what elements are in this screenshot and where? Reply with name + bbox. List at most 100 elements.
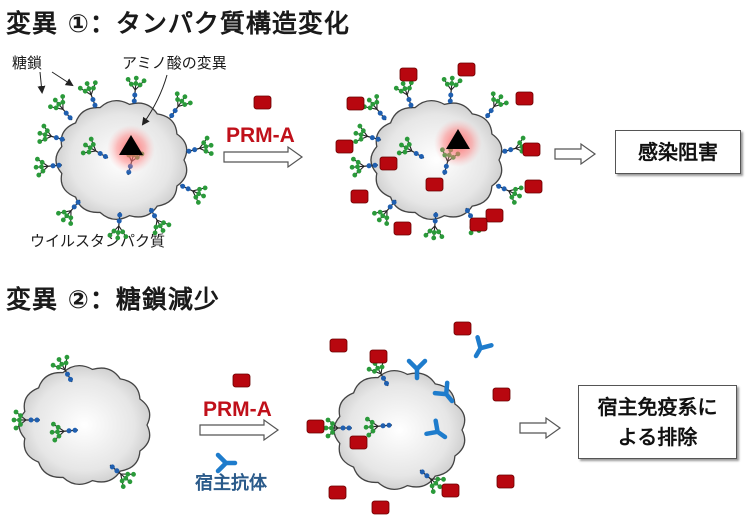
glycan-green-node (325, 433, 331, 439)
glycan-green-node (355, 164, 360, 170)
glycan-green-node (33, 164, 39, 170)
glycan-blue-node (346, 425, 352, 431)
glycan-green-node (330, 430, 335, 435)
glycan-green-node (374, 99, 380, 105)
host-antibody (432, 380, 455, 404)
glycan-chain (107, 211, 129, 241)
glycan-green-node (444, 81, 450, 87)
process-arrow-2 (199, 418, 280, 442)
glycan-green-node (363, 424, 369, 430)
glycan-green-node (187, 100, 193, 106)
glycan-blue-node (381, 115, 387, 121)
glycan-green-node (356, 168, 362, 174)
glycan-chain (179, 183, 208, 205)
glycan-chain (349, 156, 379, 178)
result-line-2: よる排除 (617, 425, 698, 449)
glycan-blue-node (92, 102, 98, 108)
glycan-green-node (49, 429, 55, 435)
glycan-chain (323, 417, 352, 439)
glycan-chain (353, 123, 382, 144)
glycan-blue-node (97, 151, 103, 156)
glycan-blue-node (131, 98, 137, 104)
glycan-blue-node (53, 135, 59, 141)
prm-a-molecule (379, 156, 398, 171)
glycan-green-node (360, 128, 366, 134)
glycan-blue-node (502, 148, 508, 154)
glycan-green-node (323, 425, 329, 431)
glycan-green-node (366, 97, 372, 103)
glycan-green-node (152, 230, 158, 236)
glycan-blue-node (447, 98, 453, 104)
glycan-label: 糖鎖 (12, 54, 43, 72)
host-antibody (424, 418, 448, 440)
glycan-green-node (393, 85, 399, 91)
glycan-green-node (357, 123, 363, 129)
glycan-green-node (56, 210, 61, 216)
glycan-green-node (63, 360, 69, 366)
glycan-blue-node (424, 473, 430, 479)
glycan-green-node (84, 81, 90, 86)
prm-a-molecule (349, 435, 368, 450)
glycan-chain (48, 94, 73, 121)
glycan-green-node (384, 215, 390, 221)
glycan-green-node (64, 354, 70, 360)
glycan-blue-node (386, 422, 392, 428)
glycan-green-node (375, 365, 381, 371)
prm-a-molecule (441, 483, 460, 498)
glycan-green-node (13, 425, 19, 431)
glycan-green-node (123, 475, 129, 481)
glycan-blue-node (432, 218, 438, 224)
glycan-blue-node (387, 204, 393, 210)
glycan-blue-node (114, 468, 120, 474)
glycan-green-node (379, 364, 385, 370)
glycan-green-node (125, 76, 131, 82)
glycan-blue-node (366, 163, 372, 169)
glycan-blue-node (180, 183, 186, 189)
prm-a-molecule (328, 485, 347, 500)
prm-a-molecule (485, 208, 504, 223)
glycan-blue-node (369, 135, 375, 141)
glycan-green-node (402, 86, 408, 92)
glycan-green-node (42, 132, 48, 138)
glycan-blue-node (340, 425, 346, 431)
glycan-blue-node (34, 417, 40, 423)
glycan-green-node (423, 232, 429, 238)
glycan-blue-node (65, 371, 70, 377)
glycan-green-node (201, 193, 206, 199)
result-line-1: 宿主免疫系に (597, 395, 718, 419)
glycan-green-node (175, 97, 180, 102)
glycan-green-node (13, 409, 19, 415)
glycan-green-node (50, 362, 56, 368)
glycan-blue-node (56, 162, 62, 168)
prm-a-molecule (371, 500, 390, 515)
glycan-blue-node (443, 163, 449, 169)
glycan-green-node (50, 421, 56, 427)
glycan-blue-node (391, 199, 397, 205)
glycan-green-node (367, 105, 373, 111)
glycan-chain (372, 199, 397, 226)
glycan-green-node (77, 85, 83, 91)
glycan-green-node (64, 213, 70, 219)
glycan-green-node (402, 149, 408, 155)
glycan-green-node (407, 85, 412, 91)
glycan-green-node (55, 424, 61, 430)
mutation-pointer-arrow (141, 74, 168, 126)
glycan-green-node (37, 130, 43, 136)
glycan-blue-node (413, 151, 419, 156)
glycan-green-node (439, 234, 445, 240)
glycan-green-node (82, 88, 88, 94)
glycan-green-node (352, 172, 358, 178)
glycan-green-node (372, 210, 377, 216)
glycan-green-node (197, 186, 202, 192)
glycan-green-node (427, 228, 433, 234)
glycan-green-node (174, 91, 180, 97)
glycan-green-node (353, 139, 359, 144)
glycan-blue-node (448, 92, 454, 98)
glycan-green-node (495, 98, 501, 104)
virus-protein-4 (333, 370, 466, 490)
glycan-green-node (18, 413, 23, 418)
glycan-green-node (430, 489, 436, 494)
glycan-green-node (193, 194, 199, 200)
glycan-green-node (358, 132, 364, 138)
